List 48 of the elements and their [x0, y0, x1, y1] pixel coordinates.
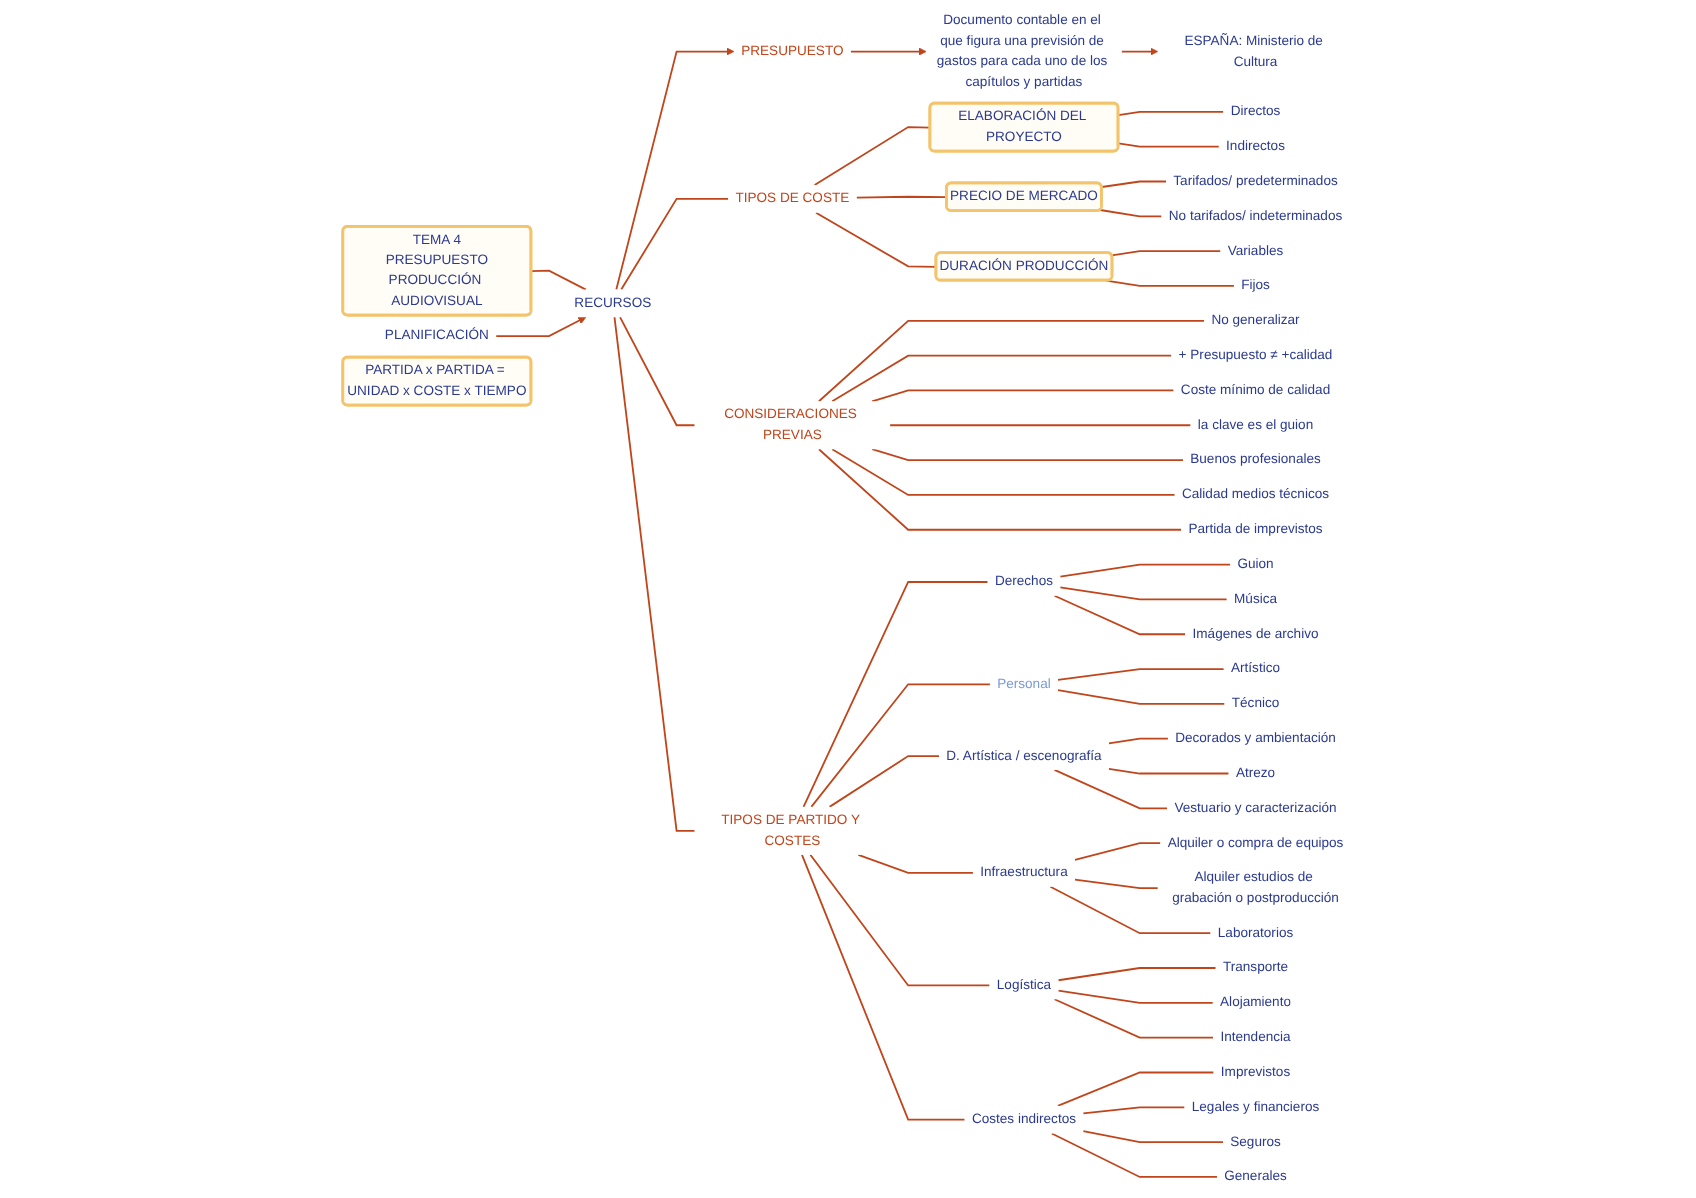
- connector: [619, 316, 696, 427]
- connector: [1053, 769, 1169, 810]
- connector: [1100, 180, 1167, 188]
- connector: [831, 354, 1173, 403]
- connector: [810, 683, 991, 808]
- connector: [818, 319, 1206, 403]
- connector: [815, 211, 938, 268]
- connector: [828, 755, 940, 808]
- connector: [818, 448, 1183, 531]
- connector: [871, 389, 1175, 403]
- connector: [1074, 878, 1159, 890]
- connector: [1053, 998, 1215, 1039]
- connector: [1050, 1132, 1218, 1178]
- connector: [1049, 885, 1212, 935]
- connector: [1059, 586, 1228, 601]
- connector: [1053, 594, 1187, 636]
- connector: [1107, 767, 1230, 775]
- connector: [1117, 110, 1225, 117]
- connector: [857, 853, 974, 874]
- arrow: [495, 316, 587, 337]
- connector: [1082, 1130, 1224, 1144]
- connector: [831, 448, 1176, 496]
- connector: [809, 853, 991, 987]
- connector: [1074, 842, 1162, 861]
- connector: [1110, 250, 1222, 257]
- connector: [889, 424, 1192, 427]
- connector: [813, 126, 932, 186]
- connector: [855, 195, 948, 199]
- connector: [1099, 209, 1163, 218]
- arrow: [1120, 47, 1159, 56]
- arrow: [849, 47, 927, 56]
- connector: [613, 316, 696, 832]
- connector: [1107, 737, 1169, 745]
- connector: [1057, 967, 1217, 982]
- connector: [1059, 563, 1232, 578]
- connector: [871, 448, 1184, 461]
- connector: [1057, 668, 1225, 681]
- connector: [530, 269, 587, 291]
- connector: [1105, 279, 1235, 287]
- connector: [802, 581, 989, 808]
- connector: [1117, 142, 1220, 148]
- connector: [1057, 689, 1226, 705]
- connector: [620, 198, 730, 291]
- arrow: [615, 47, 735, 291]
- connector: [1056, 1071, 1215, 1107]
- connector: [1057, 989, 1214, 1004]
- connector: [801, 853, 966, 1121]
- connector: [1082, 1106, 1186, 1115]
